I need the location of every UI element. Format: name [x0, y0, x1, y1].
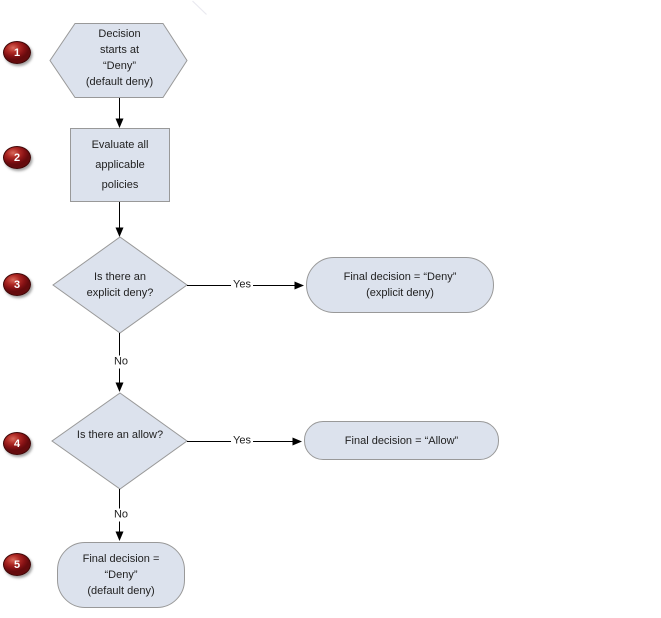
- arrowhead-no-explicit-deny: [115, 382, 124, 392]
- step-badge-3: 3: [3, 273, 31, 296]
- start-node-label: Decision starts at “Deny” (default deny): [53, 26, 186, 90]
- final-allow-line-1: Final decision = “Allow”: [344, 434, 459, 447]
- final-deny-default-node: Final decision = “Deny” (default deny): [57, 542, 185, 608]
- final-deny-explicit-line-1: Final decision = “Deny”: [343, 271, 457, 283]
- stray-mark: [192, 0, 207, 15]
- explicit-deny-line-1: Is there an: [94, 271, 146, 283]
- explicit-deny-line-2: explicit deny?: [86, 287, 154, 299]
- start-line-2: starts at: [99, 44, 140, 56]
- allow-node-label: Is there an allow?: [53, 427, 187, 443]
- evaluate-line-1: Evaluate all: [91, 139, 149, 151]
- step-badge-2: 2: [3, 146, 31, 169]
- arrowhead-start-to-evaluate: [115, 118, 124, 128]
- edge-label-yes-allow: Yes: [231, 434, 253, 448]
- arrowhead-yes-allow: [292, 437, 302, 446]
- start-line-4: (default deny): [85, 76, 154, 88]
- step-badge-2-number: 2: [13, 151, 21, 164]
- step-badge-4: 4: [3, 432, 31, 455]
- edge-label-no-explicit: No: [111, 355, 131, 369]
- arrowhead-no-allow: [115, 531, 124, 541]
- evaluate-line-2: applicable: [95, 159, 145, 171]
- step-badge-5-number: 5: [13, 558, 21, 571]
- final-deny-explicit-node: Final decision = “Deny” (explicit deny): [306, 257, 494, 313]
- final-allow-node: Final decision = “Allow”: [304, 421, 499, 460]
- start-hexagon-shape: [49, 23, 188, 98]
- allow-line-1: Is there an allow?: [76, 429, 164, 441]
- edge-label-yes-explicit: Yes: [231, 278, 253, 292]
- step-badge-5: 5: [3, 553, 31, 576]
- final-deny-explicit-line-2: (explicit deny): [366, 287, 434, 299]
- evaluate-line-3: policies: [101, 179, 139, 191]
- step-badge-1-number: 1: [13, 46, 21, 59]
- explicit-deny-node-label: Is there an explicit deny?: [60, 269, 180, 301]
- final-deny-default-line-1: Final decision =: [82, 553, 160, 565]
- start-line-3: “Deny”: [102, 60, 136, 72]
- final-deny-default-line-2: “Deny”: [104, 569, 138, 581]
- evaluate-policies-node: Evaluate all applicable policies: [70, 128, 170, 202]
- step-badge-3-number: 3: [13, 278, 21, 291]
- step-badge-1: 1: [3, 41, 31, 64]
- step-badge-4-number: 4: [13, 437, 21, 450]
- arrowhead-evaluate-to-explicit-deny: [115, 227, 124, 237]
- edge-label-no-allow: No: [111, 508, 131, 522]
- final-deny-default-line-3: (default deny): [87, 585, 155, 597]
- start-line-1: Decision: [98, 28, 141, 40]
- arrowhead-yes-explicit-deny: [294, 281, 304, 290]
